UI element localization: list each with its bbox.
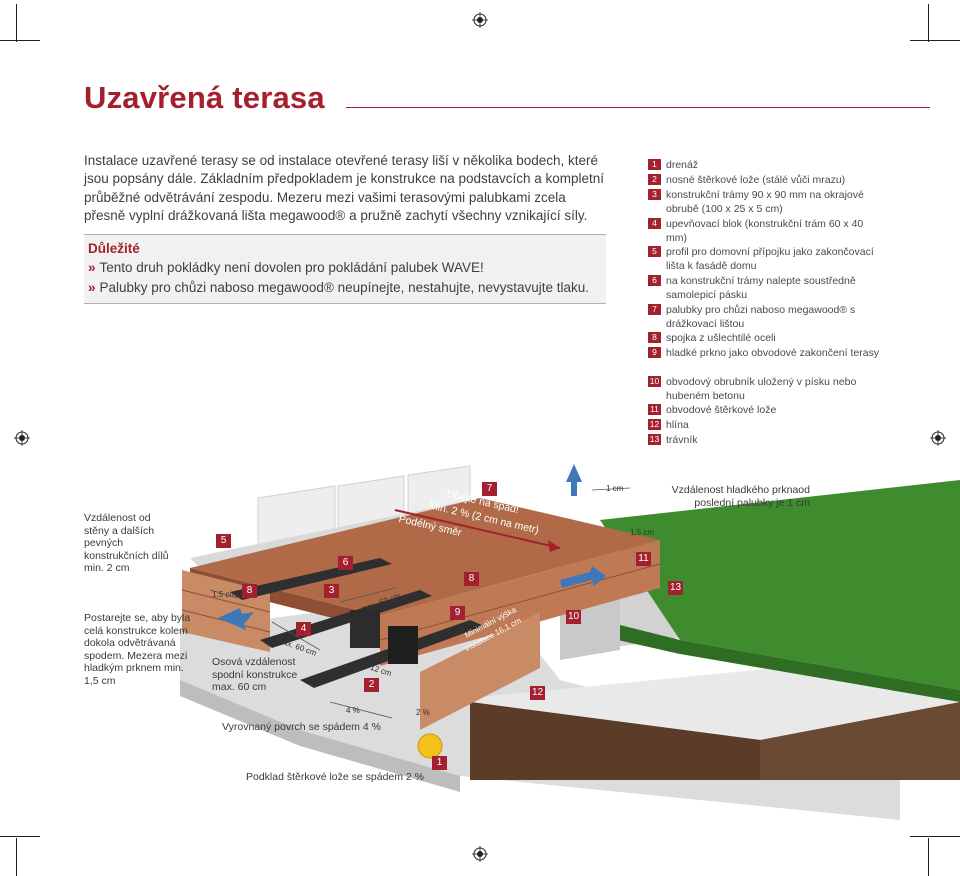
legend-number: 8 (648, 332, 661, 343)
registration-mark-icon (930, 430, 946, 446)
crop-mark (16, 838, 17, 876)
edge-board (420, 612, 540, 730)
callout-badge: 10 (566, 610, 581, 624)
support-pedestal (388, 626, 418, 664)
bullet-icon: » (88, 280, 96, 295)
dimension-label: 1 cm (606, 484, 624, 493)
direction-arrow (394, 509, 561, 549)
callout-badge: 3 (324, 584, 339, 598)
callout-badge: 4 (296, 622, 311, 636)
important-title: Důležité (88, 241, 140, 256)
legend-text: hlína (666, 419, 689, 431)
legend-text: drenáž (666, 159, 699, 171)
legend-number: 12 (648, 419, 661, 430)
registration-mark-icon (472, 846, 488, 862)
dimension-label: 1,5 cm (630, 528, 655, 537)
callout-badge: 1 (432, 756, 447, 770)
legend-number: 2 (648, 174, 661, 185)
crop-mark (16, 4, 17, 42)
legend-number: 1 (648, 159, 661, 170)
legend-number: 10 (648, 376, 661, 387)
registration-mark-icon (14, 430, 30, 446)
legend-number: 6 (648, 275, 661, 286)
dimension-label: 2 % (416, 708, 430, 717)
legend-number: 4 (648, 218, 661, 229)
terrace-cross-section: Vzdálenost od stěny a dalších pevných ko… (0, 440, 960, 876)
legend-number: 11 (648, 404, 661, 415)
title-rule (346, 107, 930, 108)
callout-badge: 8 (464, 572, 479, 586)
grass-front (600, 620, 960, 702)
callout-badge: 11 (636, 552, 651, 566)
crop-mark (0, 836, 40, 837)
legend-text: nosné štěrkové lože (stálé vůči mrazu) (666, 174, 846, 186)
note-edge-board-distance: Vzdálenost hladkého prknaod poslední pal… (671, 484, 810, 509)
callout-badge: 7 (482, 482, 497, 496)
legend-number: 13 (648, 434, 661, 445)
crop-mark (928, 4, 929, 42)
legend-number: 9 (648, 347, 661, 358)
legend-number: 5 (648, 246, 661, 257)
legend-text: upevňovací blok (konstrukční trám 60 x 4… (666, 218, 864, 244)
crop-mark (910, 836, 960, 837)
ventilation-arrow (560, 566, 606, 588)
crop-mark (910, 40, 960, 41)
callout-badge: 9 (450, 606, 465, 620)
important-item-text: Palubky pro chůzi naboso megawood® neupí… (99, 280, 590, 295)
important-item-text: Tento druh pokládky není dovolen pro pok… (99, 260, 484, 275)
deck-surface-front (190, 568, 380, 630)
support-pedestal (350, 610, 380, 648)
callout-badge: 8 (242, 584, 257, 598)
crop-mark (928, 838, 929, 876)
legend-text: palubky pro chůzi naboso megawood® s drá… (666, 304, 856, 330)
legend-text: hladké prkno jako obvodové zakončení ter… (666, 347, 880, 359)
intro-paragraph: Instalace uzavřené terasy se od instalac… (84, 153, 605, 224)
dimension-label: 1,5 cm (212, 590, 237, 599)
legend-number: 7 (648, 304, 661, 315)
important-item: »Tento druh pokládky není dovolen pro po… (88, 260, 484, 275)
callout-badge: 6 (338, 556, 353, 570)
crop-mark (0, 40, 40, 41)
drainage-pipe (417, 733, 443, 759)
bullet-icon: » (88, 260, 96, 275)
note-axis-distance: Osová vzdálenost spodní konstrukce max. … (212, 656, 298, 694)
legend-text: obvodové štěrkové lože (666, 404, 777, 416)
legend-text: obvodový obrubník uložený v písku nebo h… (666, 376, 857, 402)
callout-badge: 12 (530, 686, 545, 700)
note-ventilation: Postarejte se, aby byla celá konstrukce … (84, 612, 191, 687)
registration-mark-icon (472, 12, 488, 28)
legend-text: na konstrukční trámy nalepte soustředně … (666, 275, 856, 301)
ventilation-arrow (218, 608, 254, 630)
gravel-base-front (180, 680, 460, 792)
callout-badge: 2 (364, 678, 379, 692)
deck-surface (190, 498, 660, 616)
grass-top (600, 480, 960, 690)
important-item: »Palubky pro chůzi naboso megawood® neup… (88, 280, 589, 295)
ventilation-arrow (566, 464, 582, 496)
note-wall-distance: Vzdálenost od stěny a dalších pevných ko… (84, 512, 169, 575)
note-gravel-base: Podklad štěrkové lože se spádem 2 % (246, 771, 425, 783)
note-level-surface: Vyrovnaný povrch se spádem 4 % (222, 721, 381, 733)
terrace-illustration (180, 464, 960, 820)
legend-text: konstrukční trámy 90 x 90 mm na okrajové… (666, 189, 864, 215)
legend-number: 3 (648, 189, 661, 200)
legend-text: spojka z ušlechtilé oceli (666, 332, 776, 344)
callout-badge: 5 (216, 534, 231, 548)
legend-text: profil pro domovní přípojku jako zakončo… (666, 246, 874, 272)
dimension-label: 4 % (346, 706, 360, 715)
callout-badge: 13 (668, 581, 683, 595)
important-box: Důležité »Tento druh pokládky není dovol… (84, 234, 606, 304)
legend-text: trávník (666, 434, 698, 446)
page-title: Uzavřená terasa (84, 80, 325, 115)
soil-face (470, 702, 760, 780)
